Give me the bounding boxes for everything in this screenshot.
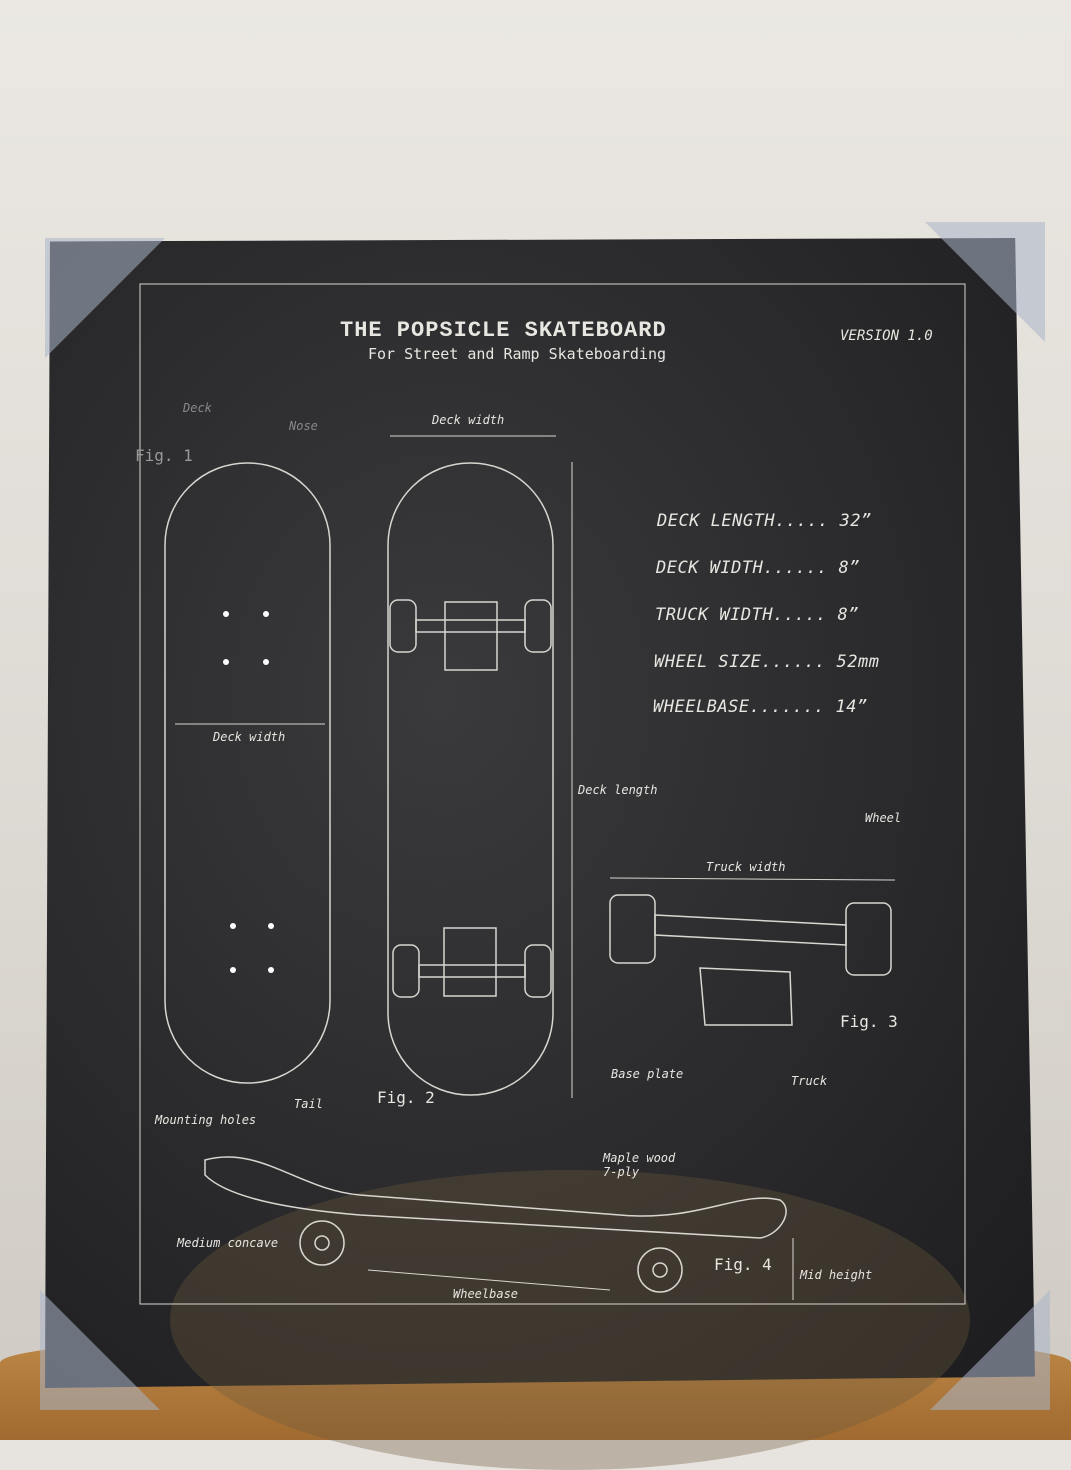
poster-version: VERSION 1.0	[840, 328, 933, 344]
poster-canvas	[45, 238, 1035, 1388]
label-truck-width: Truck width	[706, 860, 786, 874]
fig3-label: Fig. 3	[840, 1012, 898, 1031]
label-maple-wood: Maple wood	[603, 1151, 676, 1165]
fig1-deck-outline	[164, 462, 331, 1084]
fig4-label: Fig. 4	[714, 1255, 772, 1274]
label-mid-height: Mid height	[800, 1268, 873, 1282]
label-mounting-holes: Mounting holes	[155, 1113, 257, 1127]
spec-deck-width: DECK WIDTH...... 8”	[656, 558, 860, 578]
fig2-label: Fig. 2	[377, 1088, 435, 1107]
label-fig2-deck-width: Deck width	[432, 413, 505, 427]
blueprint-drawings	[139, 283, 966, 1305]
spec-truck-width: TRUCK WIDTH..... 8”	[655, 605, 859, 625]
label-nose: Nose	[289, 419, 318, 433]
spec-wheel-size: WHEEL SIZE...... 52mm	[654, 652, 880, 672]
label-deck-length: Deck length	[578, 783, 658, 797]
label-wheel: Wheel	[865, 811, 902, 825]
fig2-deck-outline	[387, 462, 554, 1096]
label-7-ply: 7-ply	[603, 1165, 640, 1179]
label-wheelbase: Wheelbase	[453, 1287, 519, 1301]
fig3-truck	[609, 877, 896, 1026]
label-fig1-deck-width: Deck width	[213, 730, 286, 744]
inner-border	[139, 283, 966, 1305]
spec-wheelbase: WHEELBASE....... 14”	[653, 697, 868, 717]
fig2-truck-top	[389, 599, 552, 671]
fig4-wheel-front	[637, 1247, 683, 1293]
label-base-plate: Base plate	[611, 1067, 684, 1081]
label-deck: Deck	[183, 401, 212, 415]
spec-deck-length: DECK LENGTH..... 32”	[657, 511, 872, 531]
poster-title: THE POPSICLE SKATEBOARD	[340, 318, 667, 343]
label-truck: Truck	[791, 1074, 828, 1088]
fig1-mounting-holes	[223, 611, 274, 973]
label-tail: Tail	[294, 1097, 323, 1111]
label-medium-concave: Medium concave	[177, 1236, 279, 1250]
fig1-label: Fig. 1	[135, 446, 193, 465]
fig4-wheel-back	[299, 1220, 345, 1266]
poster-subtitle: For Street and Ramp Skateboarding	[368, 345, 667, 363]
fig4-deck-side	[204, 1156, 787, 1239]
fig2-truck-bottom	[392, 927, 552, 998]
reflection	[170, 1170, 970, 1470]
